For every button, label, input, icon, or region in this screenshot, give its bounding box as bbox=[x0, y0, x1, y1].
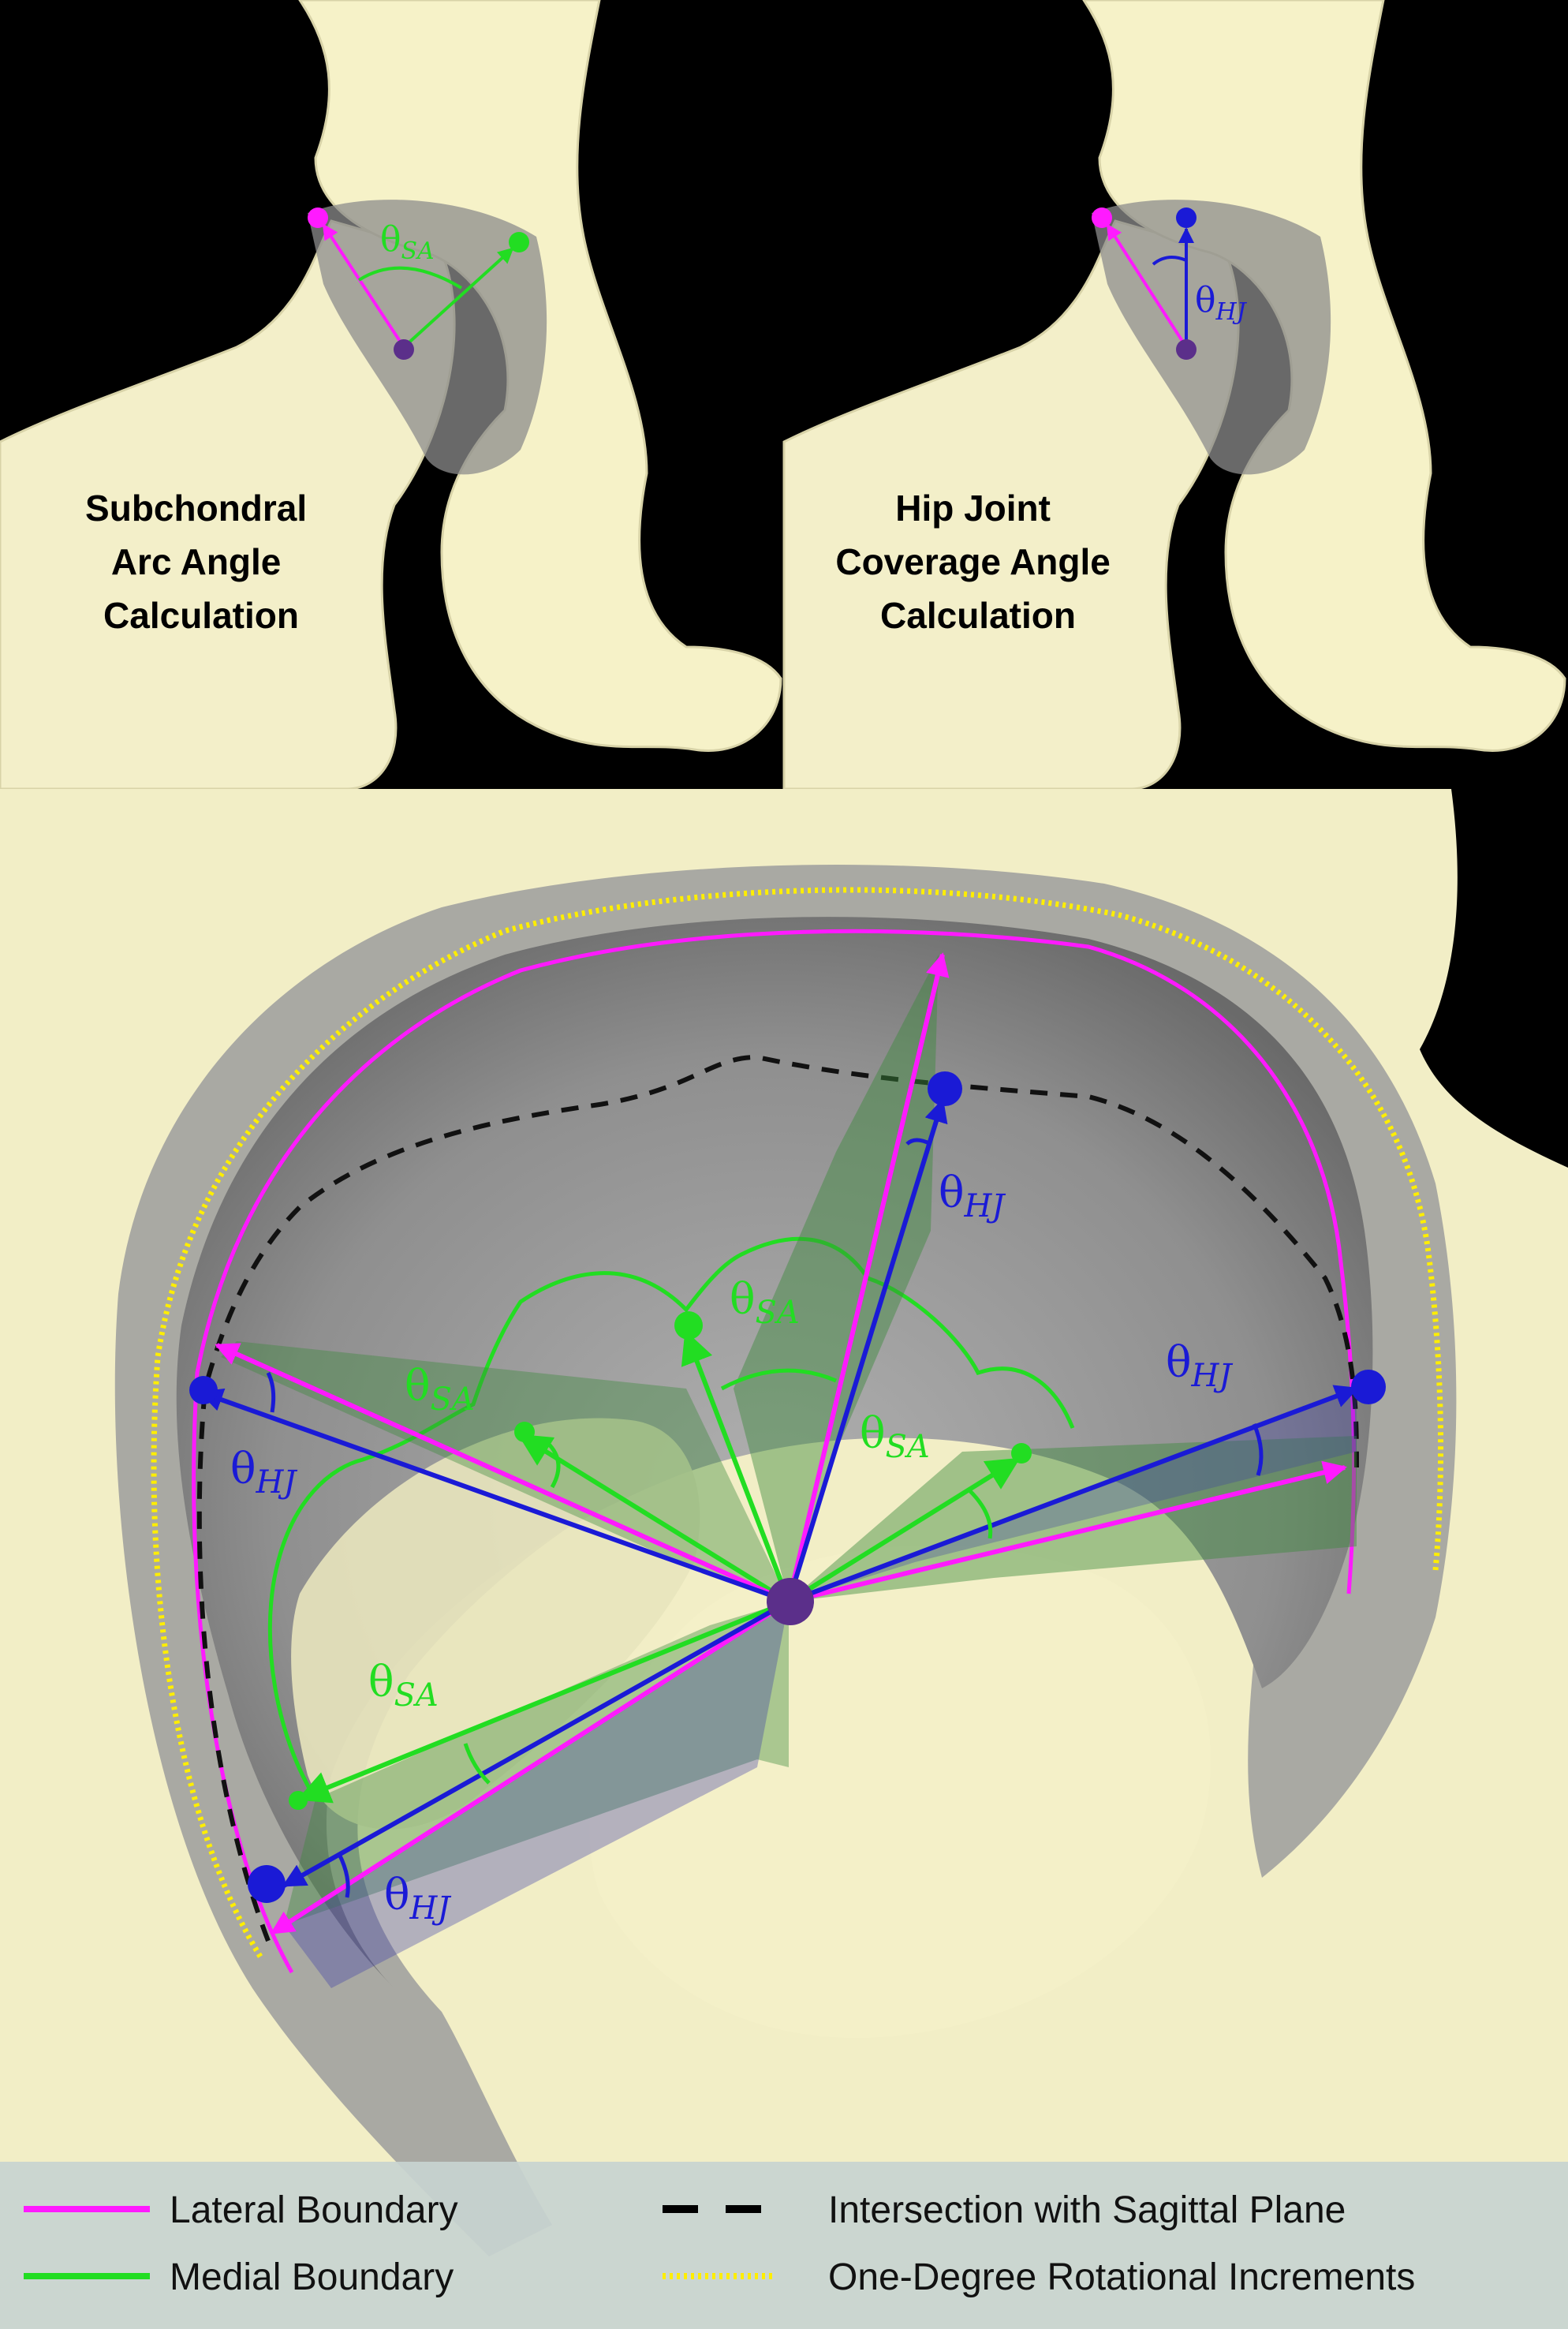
medial-point-3 bbox=[1011, 1443, 1032, 1464]
cartilage-region-right bbox=[1092, 200, 1331, 475]
lateral-point-left bbox=[308, 207, 328, 228]
sa-arc-4 bbox=[463, 1743, 491, 1785]
medial-vector-3 bbox=[787, 1457, 1021, 1604]
sagittal-intersection-path bbox=[196, 1054, 1359, 1942]
cartilage-region-left bbox=[308, 200, 547, 475]
legend-label-medial: Medial Boundary bbox=[170, 2256, 454, 2298]
medial-point-4 bbox=[289, 1791, 308, 1810]
lateral-vector-left bbox=[322, 223, 405, 349]
sa-arc-left bbox=[357, 266, 463, 290]
sa-arc-1 bbox=[543, 1438, 561, 1489]
hj-point-2 bbox=[928, 1071, 962, 1106]
lateral-vector-3 bbox=[788, 1460, 1347, 1604]
sa-label-2: θSA bbox=[405, 1361, 475, 1418]
hj-arc-4 bbox=[337, 1852, 350, 1898]
sector-plane-right bbox=[789, 1436, 1357, 1602]
hj-label-3: θHJ bbox=[230, 1444, 297, 1501]
hj-label-2: θHJ bbox=[1166, 1337, 1233, 1394]
legend-label-lateral: Lateral Boundary bbox=[170, 2189, 458, 2231]
medial-boundary-path bbox=[267, 1236, 1075, 1800]
hj-point-right bbox=[1176, 207, 1197, 228]
femoral-head bbox=[589, 1545, 1211, 2039]
legend-label-increments: One-Degree Rotational Increments bbox=[828, 2256, 1415, 2298]
sa-label-1: θSA bbox=[730, 1274, 800, 1331]
lateral-vector-2 bbox=[786, 952, 950, 1602]
medial-vector-1 bbox=[517, 1434, 790, 1604]
hj-label-1: θHJ bbox=[939, 1168, 1006, 1224]
top-right-panel: θHJ Hip Joint Coverage Angle Calculation bbox=[782, 0, 1568, 791]
caption-right: Hip Joint Coverage Angle Calculation bbox=[835, 488, 1120, 636]
medial-vector-2 bbox=[681, 1330, 791, 1603]
medial-point-left bbox=[509, 232, 529, 252]
legend: Lateral Boundary Medial Boundary Interse… bbox=[0, 2162, 1568, 2329]
center-point-right bbox=[1176, 339, 1197, 360]
rotational-increments-path bbox=[151, 887, 1444, 1958]
center-point-left bbox=[394, 339, 414, 360]
lateral-vector-right bbox=[1106, 223, 1188, 349]
hj-vector-2 bbox=[786, 1098, 948, 1602]
legend-background bbox=[0, 2162, 1568, 2329]
sa-arc-2 bbox=[720, 1368, 837, 1391]
hj-point-3 bbox=[1351, 1370, 1386, 1404]
hj-point-4 bbox=[248, 1865, 286, 1903]
hj-arc-3 bbox=[1252, 1423, 1264, 1476]
acetabular-cup bbox=[176, 917, 1373, 1988]
legend-label-sagittal: Intersection with Sagittal Plane bbox=[828, 2189, 1346, 2231]
sa-label-3: θSA bbox=[860, 1408, 930, 1465]
lateral-boundary-path bbox=[192, 929, 1357, 1974]
medial-vector-left bbox=[402, 247, 514, 349]
top-left-panel: θSA Subchondral Arc Angle Calculation bbox=[0, 0, 784, 791]
medial-point-2 bbox=[674, 1311, 703, 1340]
lateral-vector-4 bbox=[270, 1599, 790, 1935]
sa-arc-3 bbox=[969, 1490, 993, 1539]
hj-label-4: θHJ bbox=[384, 1870, 451, 1927]
acetabular-fossa bbox=[291, 1418, 700, 1830]
medial-vector-4 bbox=[297, 1599, 790, 1804]
hj-vector-1 bbox=[199, 1388, 790, 1604]
hj-vector-4 bbox=[282, 1599, 790, 1888]
caption-left: Subchondral Arc Angle Calculation bbox=[85, 488, 317, 636]
lateral-point-right bbox=[1092, 207, 1112, 228]
hj-label-right: θHJ bbox=[1195, 280, 1248, 326]
sa-label-left: θSA bbox=[380, 219, 435, 265]
sector-plane-bottom-blue bbox=[284, 1602, 789, 1988]
lateral-vector-1 bbox=[215, 1343, 790, 1604]
sector-plane-top bbox=[734, 955, 939, 1602]
medial-point-1 bbox=[514, 1422, 535, 1442]
background-corner bbox=[1420, 789, 1568, 1168]
center-point-main bbox=[767, 1578, 814, 1625]
sa-label-4: θSA bbox=[368, 1657, 439, 1714]
hj-arc-2 bbox=[905, 1138, 932, 1146]
main-panel: θHJ θSA θSA θSA θHJ θHJ θSA θHJ bbox=[0, 789, 1568, 2329]
hj-arc-right bbox=[1152, 256, 1187, 266]
hj-point-1 bbox=[189, 1376, 218, 1404]
hj-vector-3 bbox=[787, 1385, 1359, 1604]
hj-arc-1 bbox=[266, 1371, 276, 1413]
